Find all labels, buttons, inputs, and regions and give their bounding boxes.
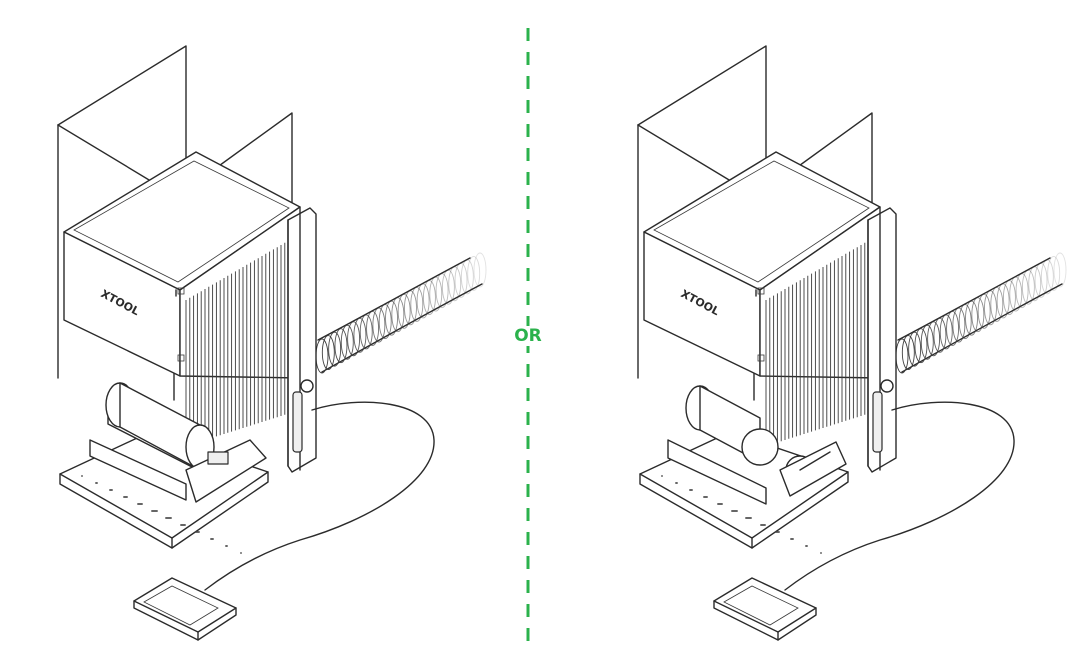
chuck-attachment <box>667 385 847 505</box>
roller-attachment <box>89 382 267 503</box>
right-machine-chuck <box>637 45 1067 641</box>
or-label: OR <box>503 326 553 346</box>
left-machine-roller <box>57 45 487 641</box>
